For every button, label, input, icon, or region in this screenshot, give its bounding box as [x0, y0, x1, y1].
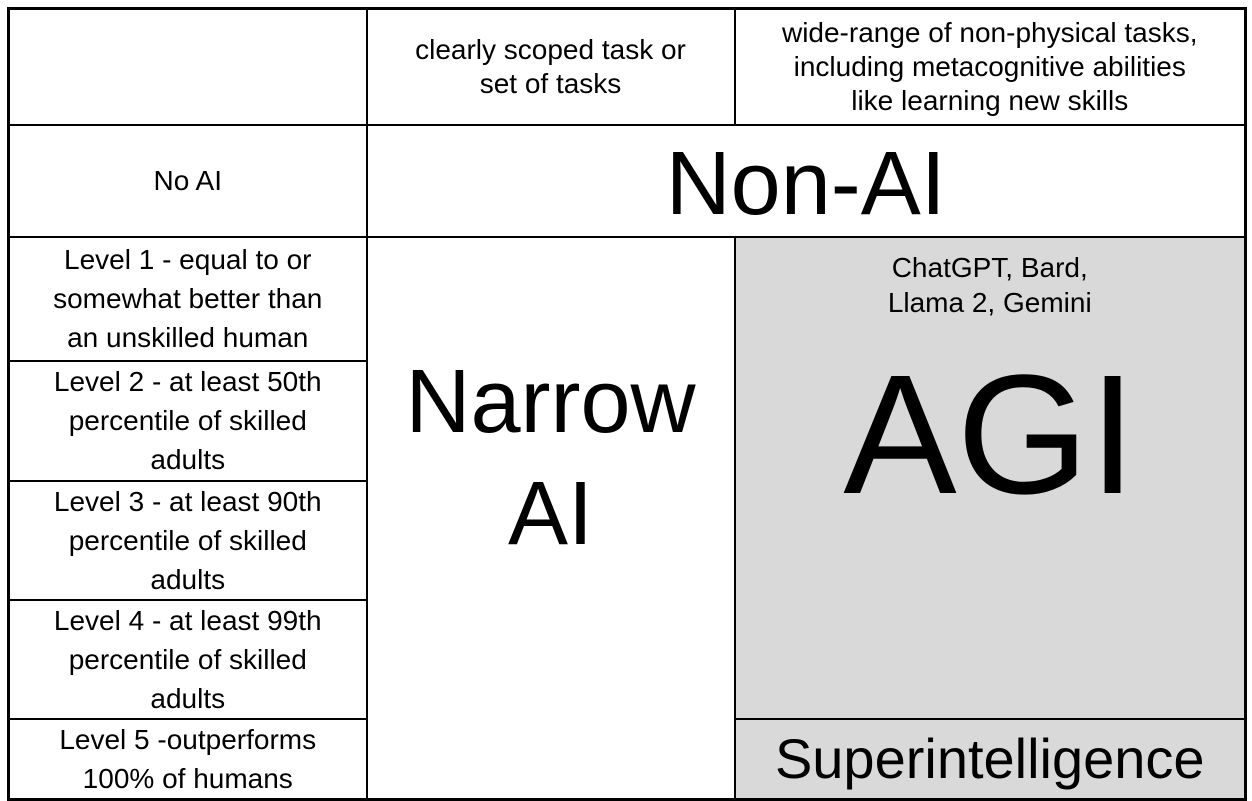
agi-example-models: ChatGPT, Bard,Llama 2, Gemini	[887, 251, 1092, 318]
header-wide-range-cell: wide-range of non-physical tasks,includi…	[733, 7, 1247, 126]
agi-label: AGI	[843, 339, 1137, 530]
corner-cell	[7, 7, 368, 126]
no-ai-row: No AI Non-AI	[7, 123, 1247, 238]
header-wide-range-text: wide-range of non-physical tasks,includi…	[781, 16, 1198, 116]
no-ai-label: No AI	[153, 164, 222, 196]
cell-no-ai: No AI	[7, 123, 368, 238]
cell-superintelligence: Superintelligence	[733, 717, 1247, 800]
cell-agi: ChatGPT, Bard,Llama 2, Gemini AGI	[733, 235, 1247, 720]
cell-non-ai: Non-AI	[365, 123, 1247, 238]
superintelligence-label: Superintelligence	[774, 726, 1205, 790]
non-ai-label: Non-AI	[665, 134, 946, 234]
